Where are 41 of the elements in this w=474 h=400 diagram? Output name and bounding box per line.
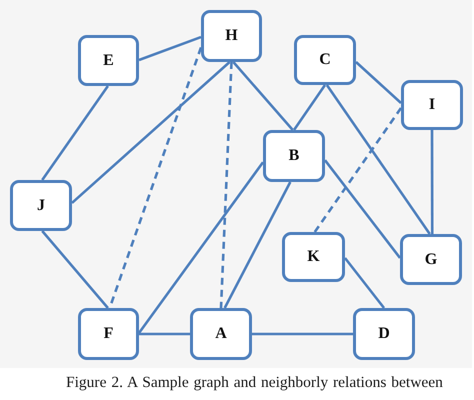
node-label: F — [104, 326, 114, 342]
edge-line — [139, 332, 190, 336]
dashed-edge-line — [108, 47, 202, 308]
figure-caption: Figure 2. A Sample graph and neighborly relations between — [66, 374, 443, 392]
node-box — [263, 130, 325, 182]
node-label: C — [319, 52, 331, 68]
node-label: E — [103, 52, 114, 68]
node-box — [401, 80, 463, 130]
node-box — [353, 308, 415, 360]
edge-line — [324, 159, 402, 259]
dashed-edge-line — [314, 107, 402, 233]
node-box — [190, 308, 252, 360]
edge-line — [138, 161, 264, 334]
node-box — [10, 180, 72, 231]
edge-line — [71, 61, 231, 204]
edge-line — [41, 230, 109, 309]
dashed-edge-line — [220, 62, 233, 308]
edge-line — [326, 84, 431, 235]
edge-line — [292, 84, 326, 131]
edge-line — [355, 61, 402, 104]
node-box — [201, 10, 262, 62]
node-box — [294, 35, 356, 85]
node-label: D — [378, 326, 390, 342]
node-label: H — [225, 28, 238, 44]
node-box — [78, 308, 139, 360]
node-label: J — [37, 198, 45, 214]
node-box — [78, 35, 139, 86]
edge-line — [344, 257, 386, 309]
node-label: K — [307, 249, 320, 265]
node-label: A — [215, 326, 227, 342]
node-label: G — [424, 252, 438, 268]
edge-line — [138, 36, 202, 62]
edge-line — [41, 85, 109, 181]
edge-line — [252, 332, 353, 336]
edge-line — [430, 130, 434, 234]
node-label: B — [288, 148, 300, 164]
edge-line — [232, 61, 294, 131]
node-label: I — [428, 97, 436, 113]
edge-line — [224, 181, 292, 309]
node-box — [282, 232, 345, 282]
node-box — [400, 234, 462, 285]
